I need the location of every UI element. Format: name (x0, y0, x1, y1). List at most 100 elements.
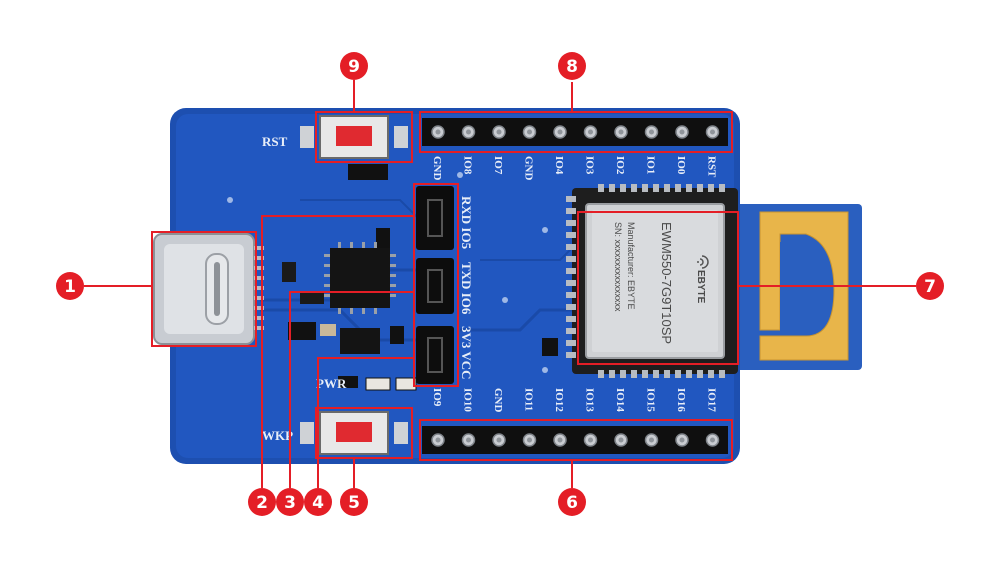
callout-boxes (151, 111, 739, 461)
smd-components (282, 164, 558, 391)
module-pad (675, 184, 681, 192)
usb-c-connector (153, 233, 264, 345)
bottom-header-pin-hole (557, 437, 563, 443)
bottom-header-pin-label: IO10 (462, 388, 474, 412)
top-header-pin-hole (649, 129, 654, 135)
bottom-header-pin-hole (618, 437, 624, 443)
top-header-pin-hole (588, 129, 593, 135)
bottom-header-pin-label: IO13 (584, 388, 596, 412)
module-pad (566, 292, 576, 298)
top-header-pin-label: IO2 (614, 156, 626, 175)
callout-marker (916, 272, 944, 300)
rst-button (300, 115, 408, 159)
callout-number: 1 (64, 277, 76, 297)
bottom-header-pin-hole (588, 437, 593, 443)
callout-marker (248, 488, 276, 516)
module-pad (566, 244, 576, 250)
bottom-header-pin-hole (649, 437, 654, 443)
bottom-header-pin-hole (679, 437, 685, 443)
module-pad (598, 370, 604, 378)
module-pad (697, 184, 703, 192)
top-header-pin-label: RST (706, 156, 718, 178)
module-pad (566, 340, 576, 346)
module-pad (609, 184, 615, 192)
top-header-pin-hole (710, 129, 715, 135)
jumper-label-3v3: 3V3 VCC (459, 326, 474, 380)
module-pad (566, 256, 576, 262)
module-pad (642, 370, 648, 378)
top-header-pin-label: GND (431, 156, 443, 181)
module-pad (609, 370, 615, 378)
module-sn: SN: xxxxxxxxxxxxxxxx (613, 222, 623, 312)
top-header-pin-label: IO4 (553, 156, 565, 175)
bottom-header-pin-label: IO11 (523, 388, 535, 411)
callout-number: 3 (284, 493, 296, 513)
bottom-header-pin-label: IO14 (614, 388, 626, 412)
module-pad (566, 268, 576, 274)
bottom-header-pin-label: IO9 (431, 388, 443, 407)
module-pad (566, 232, 576, 238)
callout-number: 8 (566, 57, 578, 77)
bottom-pin-header: IO9 IO10 GND IO11 IO12 IO13 IO14 IO15 IO16 IO17 (422, 388, 728, 454)
top-header-pin-label: IO7 (492, 156, 504, 175)
jumper-label-txd: TXD IO6 (459, 262, 474, 315)
top-header-pin-hole (466, 129, 471, 135)
module-pad (566, 208, 576, 214)
module-pad (719, 370, 725, 378)
module-pad (566, 316, 576, 322)
bottom-header-pin-label: IO12 (553, 388, 565, 412)
module-pad (566, 328, 576, 334)
callout-marker (558, 52, 586, 80)
top-header-pin-hole (618, 129, 624, 135)
top-header-pin-label: IO3 (584, 156, 596, 175)
module-pad (566, 352, 576, 358)
callout-marker (304, 488, 332, 516)
bottom-header-pin-label: IO17 (706, 388, 718, 412)
bottom-header-pin-hole (466, 437, 471, 443)
wireless-module: EWM550-7G9T10SP Manufacturer: EBYTE SN: … (566, 184, 738, 378)
top-header-pin-label: GND (523, 156, 535, 181)
module-pad (686, 370, 692, 378)
callout-leaders (84, 80, 916, 488)
module-pad (631, 184, 637, 192)
module-pad (653, 370, 659, 378)
module-pad (620, 370, 626, 378)
callout-marker (340, 52, 368, 80)
usb-serial-chip (324, 242, 396, 354)
top-header-pin-hole (679, 129, 685, 135)
jumper-blocks (416, 186, 454, 384)
module-pad (653, 184, 659, 192)
top-header-pin-hole (557, 129, 563, 135)
callout-marker (56, 272, 84, 300)
wkp-silk-label: WKP (262, 428, 293, 443)
rst-silk-label: RST (262, 134, 288, 149)
module-pad (686, 184, 692, 192)
module-pad (566, 220, 576, 226)
module-model: EWM550-7G9T10SP (659, 222, 674, 344)
bottom-header-pin-hole (496, 437, 502, 443)
bottom-header-pin-label: IO15 (645, 388, 657, 412)
module-pad (566, 196, 576, 202)
callout-marker (558, 488, 586, 516)
callout-number: 4 (312, 493, 324, 513)
module-pad (708, 370, 714, 378)
module-pad (566, 304, 576, 310)
bottom-header-pin-hole (435, 437, 441, 443)
top-header-pin-hole (527, 129, 532, 135)
module-pad (566, 280, 576, 286)
wkp-button (300, 411, 408, 455)
bottom-header-pin-hole (710, 437, 715, 443)
bottom-header-pin-hole (527, 437, 532, 443)
bottom-header-pin-label: IO16 (675, 388, 687, 412)
module-pad (598, 184, 604, 192)
callout-number: 9 (348, 57, 360, 77)
top-header-pin-hole (435, 129, 441, 135)
module-pad (697, 370, 703, 378)
module-pad (642, 184, 648, 192)
module-pad (708, 184, 714, 192)
module-brand: EBYTE (695, 270, 706, 304)
bottom-header-pin-label: GND (492, 388, 504, 413)
jumper-label-rxd: RXD IO5 (459, 196, 474, 250)
